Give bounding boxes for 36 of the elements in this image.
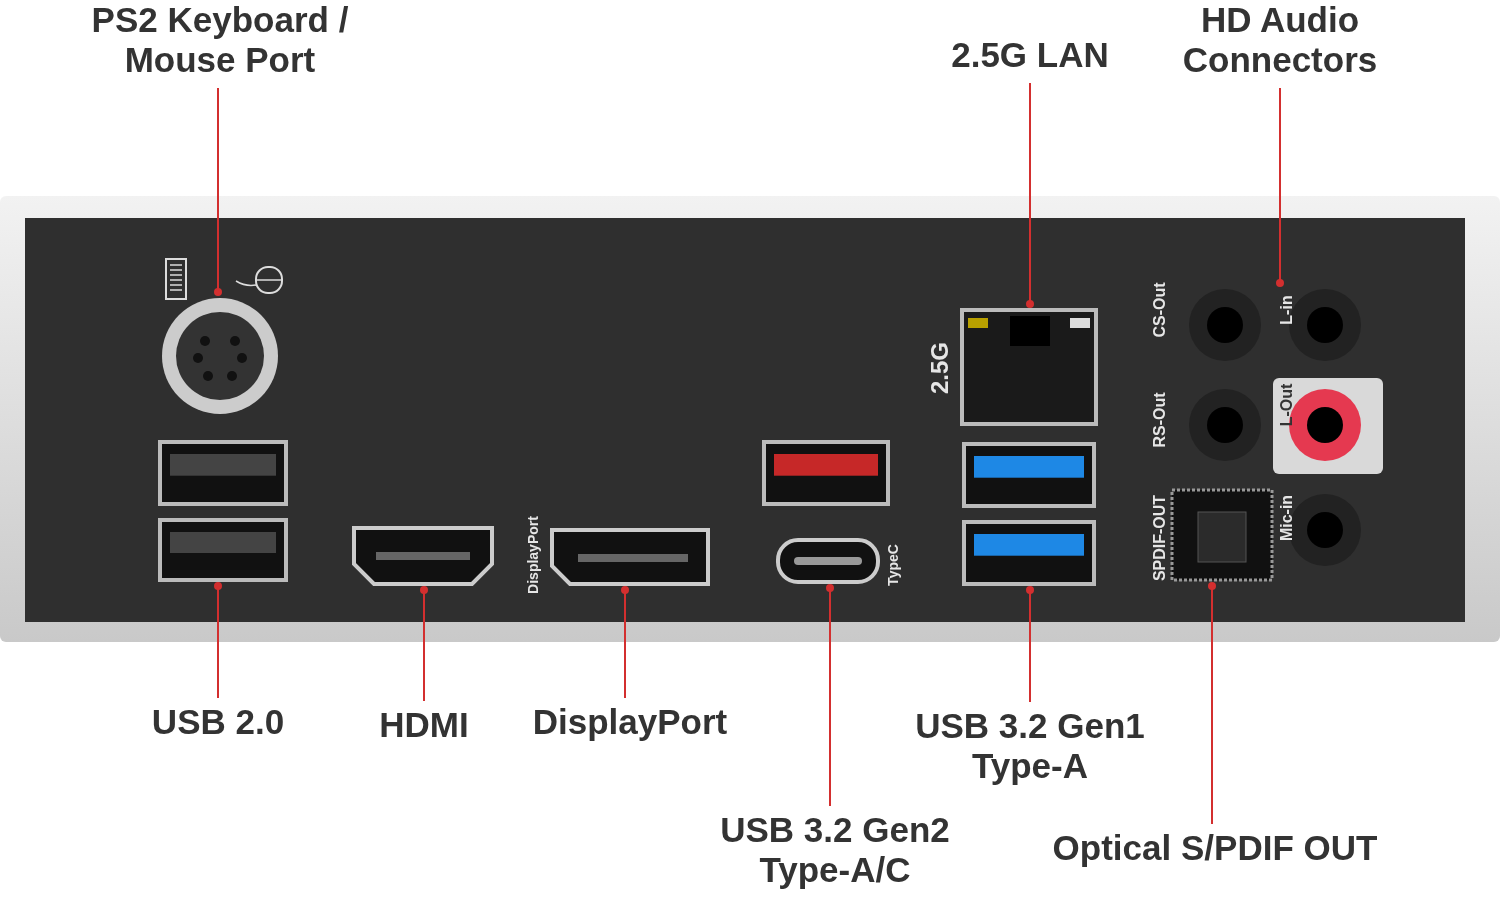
usb-port-pair-drawing (762, 440, 890, 584)
ps2-port-drawing (162, 298, 278, 414)
leader-line (1026, 82, 1034, 308)
panel-marking: L-in (1278, 295, 1296, 325)
audio-jack-drawing (1189, 289, 1383, 566)
leader-line (1026, 586, 1034, 703)
panel-marking: L-Out (1278, 383, 1296, 427)
leader-line (1208, 582, 1216, 825)
hdmi-port-drawing (352, 526, 494, 586)
callout-label: HD Audio Connectors (1150, 0, 1410, 80)
panel-marking: 2.5G (926, 342, 954, 394)
callout-label: USB 3.2 Gen2 Type-A/C (690, 810, 980, 890)
usb-port-pair-drawing (158, 440, 288, 582)
panel-marking: RS-Out (1151, 392, 1169, 448)
panel-marking: Mic-in (1278, 494, 1296, 542)
callout-label: 2.5G LAN (920, 35, 1140, 75)
panel-marking: SPDIF-OUT (1151, 494, 1169, 582)
callout-label: USB 3.2 Gen1 Type-A (890, 706, 1170, 786)
ethernet-port-drawing (960, 308, 1098, 426)
callout-label: HDMI (344, 705, 504, 745)
leader-line (826, 584, 834, 807)
leader-line (214, 582, 222, 699)
usb-port-pair-drawing (962, 442, 1096, 586)
leader-line (1276, 87, 1284, 287)
callout-label: Optical S/PDIF OUT (1020, 828, 1410, 868)
displayport-port-drawing (550, 528, 710, 586)
panel-marking: DisplayPort (525, 516, 541, 594)
panel-marking: TypeC (885, 544, 901, 586)
optical-port-drawing (1170, 488, 1274, 582)
leader-line (621, 586, 629, 699)
callout-label: PS2 Keyboard / Mouse Port (85, 0, 355, 80)
callout-label: DisplayPort (505, 702, 755, 742)
callout-label: USB 2.0 (118, 702, 318, 742)
panel-marking: CS-Out (1151, 282, 1169, 338)
leader-line (420, 586, 428, 702)
leader-line (214, 87, 222, 296)
